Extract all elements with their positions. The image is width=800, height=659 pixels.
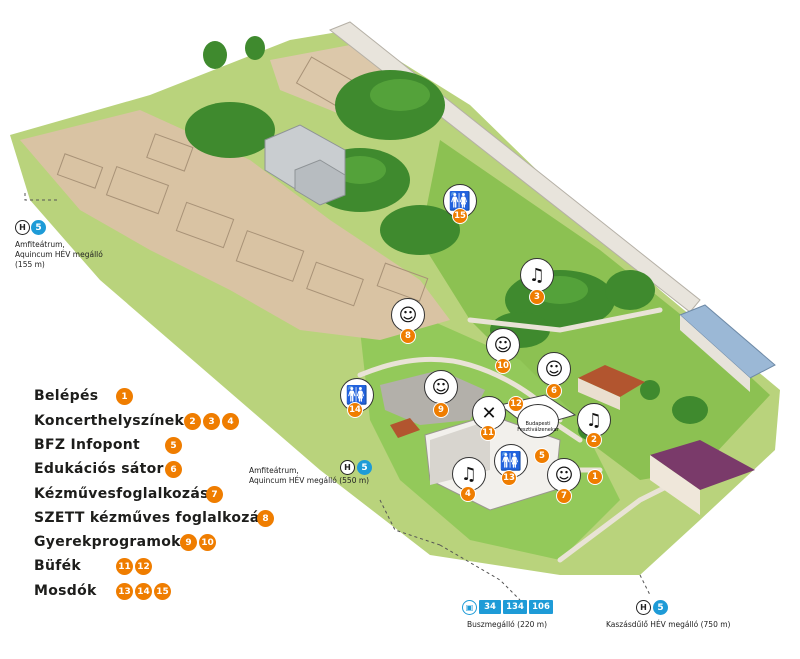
bus-icon: ▣ [462, 600, 477, 615]
caption-line: Amfiteátrum, [15, 240, 65, 249]
legend-number-badge: 13 [116, 583, 133, 600]
children-icon[interactable]: ☺ [537, 352, 571, 386]
legend-number-badge: 4 [222, 413, 239, 430]
red-roof-building [578, 365, 645, 397]
children-icon[interactable]: ☺ [547, 458, 581, 492]
marker-number: 3 [529, 289, 545, 305]
marker-number[interactable]: 1 [587, 469, 603, 485]
legend-label: Edukációs sátor [34, 461, 164, 477]
hev-path-west [24, 193, 60, 201]
hev-center-caption: Amfiteátrum, Aquincum HÉV megálló (550 m… [249, 466, 369, 486]
music-note-icon[interactable]: ♫ [452, 457, 486, 491]
legend-number-badge: 11 [116, 558, 133, 575]
hev-west-caption: Amfiteátrum, Aquincum HÉV megálló (155 m… [15, 240, 103, 270]
hev-line-badge: 5 [31, 220, 46, 235]
hev-path-east [639, 574, 651, 596]
hev-line-badge: 5 [357, 460, 372, 475]
hev-icon: H [636, 600, 651, 615]
legend-label: Büfék [34, 558, 82, 574]
ruins-area [20, 110, 450, 340]
legend-number-badge: 10 [199, 534, 216, 551]
legend-label: Mosdók [34, 583, 97, 599]
marker-number: 4 [460, 486, 476, 502]
legend-number-badge: 14 [135, 583, 152, 600]
legend-number-badge: 2 [184, 413, 201, 430]
cutlery-icon[interactable]: ✕ [472, 396, 506, 430]
bus-line-badge: 106 [529, 600, 553, 614]
marker-number: 9 [433, 402, 449, 418]
legend-label: BFZ Infopont [34, 437, 141, 453]
legend-number-badge: 6 [165, 461, 182, 478]
red-roof-building-wall [578, 378, 620, 410]
hev-line-badge: 5 [653, 600, 668, 615]
legend-number-badge: 3 [203, 413, 220, 430]
tree-highlights [334, 79, 588, 304]
marker-number: 14 [347, 402, 363, 418]
bus-caption: Buszmegálló (220 m) [467, 620, 548, 629]
purple-roof-building-wall [650, 455, 700, 515]
marker-number[interactable]: 5 [534, 448, 550, 464]
hev-east-caption: Kaszásdűlő HÉV megálló (750 m) [606, 620, 731, 629]
purple-roof-building [650, 440, 755, 490]
playground-icon[interactable]: ☺ [424, 370, 458, 404]
bus-line-badge: 134 [503, 600, 527, 614]
legend-label: Gyerekprogramok [34, 534, 181, 550]
marker-number: 8 [400, 328, 416, 344]
caption-line: Aquincum HÉV megálló (550 m) [249, 476, 370, 485]
marker-number: 6 [546, 383, 562, 399]
east-hall [679, 304, 776, 379]
marker-number: 7 [556, 488, 572, 504]
hev-icon: H [15, 220, 30, 235]
children-icon[interactable]: ☺ [391, 298, 425, 332]
legend-number-badge: 12 [135, 558, 152, 575]
marker-number[interactable]: 12 [508, 396, 524, 412]
marker-number: 15 [452, 208, 468, 224]
legend-number-badge: 7 [206, 486, 223, 503]
music-note-icon[interactable]: ♫ [520, 258, 554, 292]
legend-number-badge: 1 [116, 388, 133, 405]
legend-label: SZETT kézműves foglalkozás [34, 510, 269, 526]
marker-number: 11 [480, 425, 496, 441]
marker-number: 10 [495, 358, 511, 374]
marker-number: 13 [501, 470, 517, 486]
hev-icon: H [340, 460, 355, 475]
stage-sign: Budapesti Fesztiválzenekar [517, 404, 559, 438]
east-hall-wall [680, 315, 750, 392]
marker-number: 2 [586, 432, 602, 448]
legend-number-badge: 5 [165, 437, 182, 454]
small-house [390, 418, 420, 438]
caption-line: Aquincum HÉV megálló [15, 250, 103, 259]
bus-line-badge: 34 [479, 600, 501, 614]
legend-number-badge: 9 [180, 534, 197, 551]
caption-line: (155 m) [15, 260, 45, 269]
legend-number-badge: 8 [257, 510, 274, 527]
legend-label: Koncerthelyszínek [34, 413, 185, 429]
museum-building [264, 124, 346, 206]
caption-line: Amfiteátrum, [249, 466, 299, 475]
legend-label: Kézművesfoglalkozás [34, 486, 209, 502]
legend-number-badge: 15 [154, 583, 171, 600]
legend-label: Belépés [34, 388, 99, 404]
children-icon[interactable]: ☺ [486, 328, 520, 362]
